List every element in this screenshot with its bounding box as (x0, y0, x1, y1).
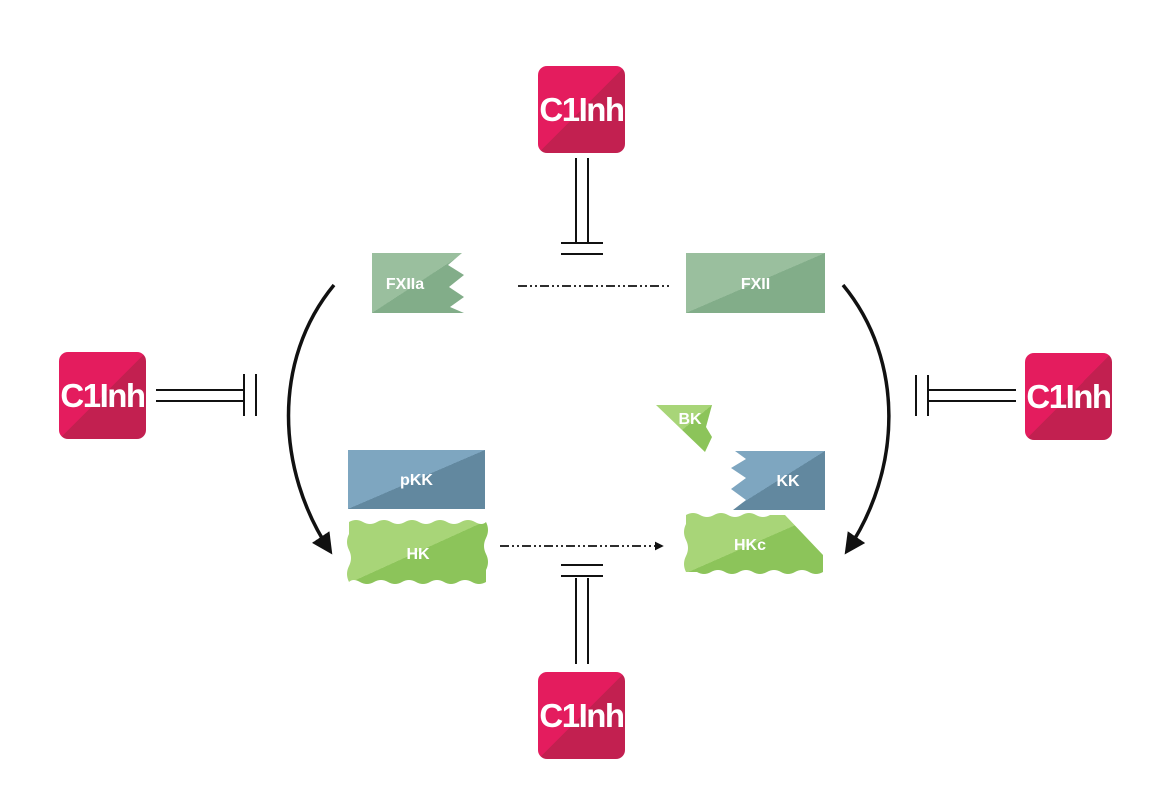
c1inh-top: C1Inh (538, 66, 625, 153)
arrow-left-curve (286, 283, 336, 555)
fxii-label: FXII (741, 276, 770, 293)
fxii-molecule: FXII (686, 253, 825, 313)
hkc-label: HKc (734, 537, 766, 554)
c1inh-bottom: C1Inh (538, 672, 625, 759)
kk-molecule: KK (731, 451, 825, 510)
inhibition-bottom (561, 564, 603, 664)
inhibition-right (915, 375, 1016, 416)
c1inh-left-label: C1Inh (60, 377, 145, 414)
c1inh-right-label: C1Inh (1026, 378, 1111, 415)
fxiia-label: FXIIa (386, 276, 424, 293)
pkk-molecule: pKK (348, 450, 485, 509)
c1inh-right: C1Inh (1025, 353, 1112, 440)
hk-label: HK (406, 546, 430, 563)
c1inh-top-label: C1Inh (539, 91, 624, 128)
hkc-molecule: HKc (684, 513, 823, 574)
hk-molecule: HK (347, 520, 488, 584)
inhibition-left (156, 374, 257, 416)
bk-fragment: BK (656, 405, 712, 452)
pkk-label: pKK (400, 472, 433, 489)
c1inh-left: C1Inh (59, 352, 146, 439)
fxiia-molecule: FXIIa (372, 253, 464, 313)
bk-label: BK (678, 411, 702, 428)
arrow-right-curve (841, 283, 891, 555)
inhibition-top (561, 158, 603, 255)
c1inh-bottom-label: C1Inh (539, 697, 624, 734)
kk-label: KK (776, 473, 800, 490)
